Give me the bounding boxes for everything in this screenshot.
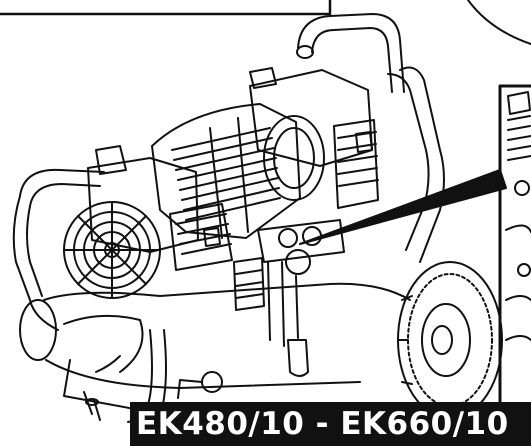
rear-frame [296,13,445,263]
front-pump-head [87,145,265,311]
manifold-valves [177,219,345,399]
rear-pump-head [249,67,379,209]
model-caption: EK480/10 - EK660/10 [130,402,531,446]
fan-guard [63,201,161,299]
air-tank [19,282,411,389]
detail-leader-line [299,169,507,245]
header-box-edge [0,0,332,16]
wheel [397,261,503,419]
detail-circle-edge [467,0,531,45]
electric-motor [151,103,325,239]
detail-inset [498,84,531,418]
